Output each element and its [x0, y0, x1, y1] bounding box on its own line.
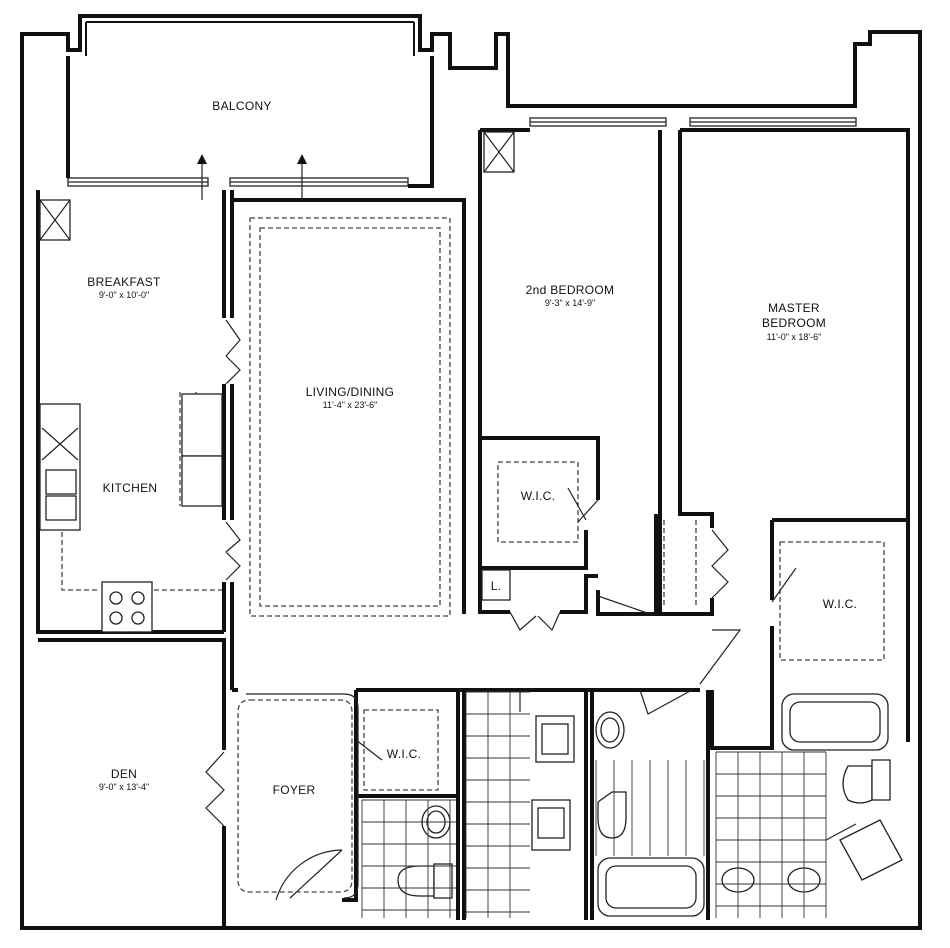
- second-bedroom-dimensions: 9'-3" x 14'-9": [545, 298, 595, 308]
- den-label: DEN: [111, 767, 137, 781]
- wic-master-label: W.I.C.: [823, 597, 857, 611]
- master-bedroom-label-line1: MASTER: [768, 301, 820, 315]
- doors: [197, 154, 857, 901]
- master-bedroom-label-line2: BEDROOM: [762, 316, 826, 330]
- tile-floors: [361, 691, 827, 918]
- foyer-label: FOYER: [273, 783, 316, 797]
- exterior-wall: [20, 14, 922, 930]
- linen-label: L.: [491, 579, 502, 593]
- master-bedroom-dimensions: 11'-0" x 18'-6": [767, 332, 822, 342]
- den-dimensions: 9'-0" x 13'-4": [99, 782, 149, 792]
- breakfast-dimensions: 9'-0" x 10'-0": [99, 290, 149, 300]
- window-strips: [67, 117, 857, 187]
- breakfast-label: BREAKFAST: [87, 275, 161, 289]
- fixtures: [39, 131, 903, 917]
- living-dining-label: LIVING/DINING: [306, 385, 395, 399]
- interior-walls: [36, 128, 910, 928]
- wic-foyer-label: W.I.C.: [387, 747, 421, 761]
- balcony-wall: [66, 56, 434, 188]
- second-bedroom-label: 2nd BEDROOM: [526, 283, 615, 297]
- wic-second-label: W.I.C.: [521, 489, 555, 503]
- living-dining-dimensions: 11'-4" x 23'-6": [323, 400, 378, 410]
- balcony-label: BALCONY: [212, 99, 271, 113]
- kitchen-label: KITCHEN: [103, 481, 158, 495]
- balcony-railing: [85, 21, 415, 56]
- dashed-outlines: [61, 217, 885, 791]
